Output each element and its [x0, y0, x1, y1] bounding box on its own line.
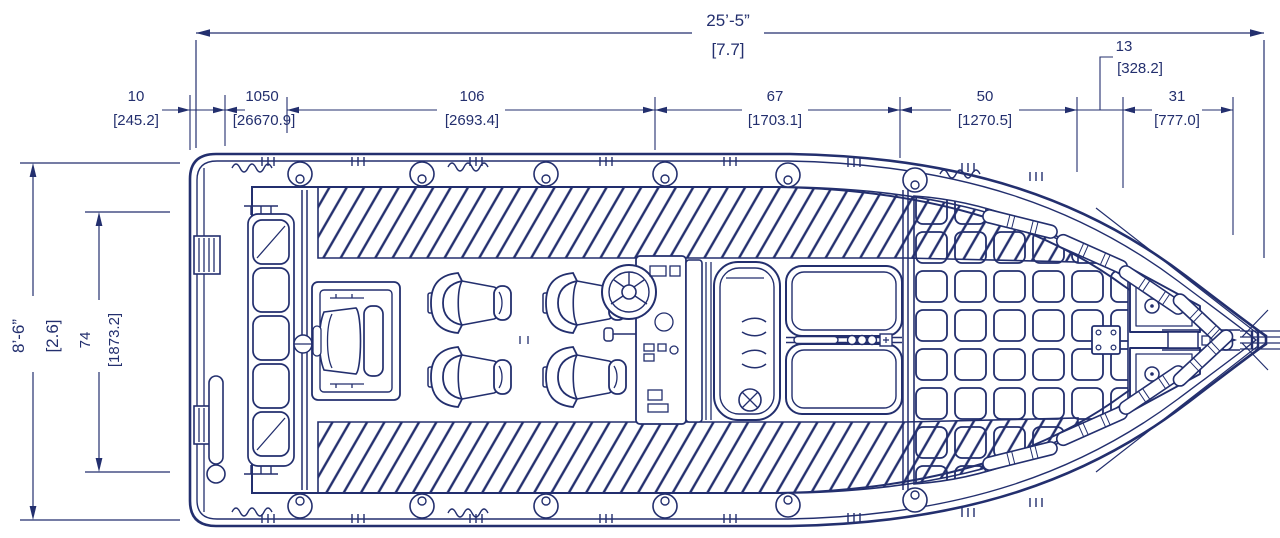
dim-inner-beam-primary: 74	[77, 332, 94, 349]
console-panel	[643, 265, 681, 413]
dim-10-primary: 10	[128, 88, 145, 105]
steering-wheel	[601, 264, 657, 320]
dimension-overall-length: 25’-5” [7.7]	[195, 11, 1265, 258]
dim-67-primary: 67	[767, 88, 784, 105]
center-console	[601, 255, 712, 425]
boarding-ladder	[206, 375, 226, 484]
rub-rail-inner-line	[196, 160, 1258, 520]
dim-beam-metric: [2.6]	[43, 319, 62, 352]
dimension-inner-beam: 74 [1873.2]	[77, 211, 170, 473]
jet-intake	[738, 388, 762, 412]
dimension-beam: 8’-6” [2.6]	[9, 162, 180, 521]
aft-seat-box	[311, 281, 401, 401]
aft-hatches	[785, 265, 903, 415]
gunwale-holder	[287, 161, 313, 187]
gunwale-holder	[533, 161, 559, 187]
gunwale-holder	[775, 162, 801, 188]
dim-10-metric: [245.2]	[113, 112, 159, 129]
jockey-seats	[427, 272, 627, 408]
dim-67-metric: [1703.1]	[748, 112, 802, 129]
stern-area	[193, 205, 295, 484]
dim-beam-primary: 8’-6”	[9, 319, 28, 353]
stern-cleat-bottom	[244, 465, 278, 475]
dim-106-primary: 106	[459, 88, 484, 105]
dim-50-metric: [1270.5]	[958, 112, 1012, 129]
dim-overall-length-metric: [7.7]	[711, 40, 744, 59]
stern-cleat-top	[244, 205, 278, 215]
dim-31-metric: [777.0]	[1154, 112, 1200, 129]
dim-1050-primary: 1050	[245, 88, 278, 105]
gunwale-holder	[902, 167, 928, 193]
dimension-station-chain: 10 [245.2] 1050 [26670.9] 106 [2693.4] 6…	[113, 38, 1234, 235]
gunwale-holder	[409, 161, 435, 187]
stern-bench	[247, 213, 295, 467]
engine-box	[713, 261, 781, 421]
anchor-shaft	[1240, 330, 1280, 350]
center-track	[786, 333, 902, 347]
dim-inner-beam-metric: [1873.2]	[106, 313, 123, 367]
dim-31-primary: 31	[1169, 88, 1186, 105]
throttle-lever	[603, 327, 636, 342]
dim-50-primary: 50	[977, 88, 994, 105]
bolt-pad	[1091, 325, 1121, 355]
dim-13-metric: [328.2]	[1117, 60, 1163, 77]
engine-handles	[741, 317, 767, 369]
gunwale-holder	[652, 161, 678, 187]
dim-1050-metric: [26670.9]	[233, 112, 296, 129]
dim-106-metric: [2693.4]	[445, 112, 499, 129]
transom-grate-upper	[193, 235, 221, 275]
bulkheads	[293, 190, 909, 490]
dim-13-primary: 13	[1116, 38, 1133, 55]
dim-overall-length-primary: 25’-5”	[706, 11, 750, 30]
